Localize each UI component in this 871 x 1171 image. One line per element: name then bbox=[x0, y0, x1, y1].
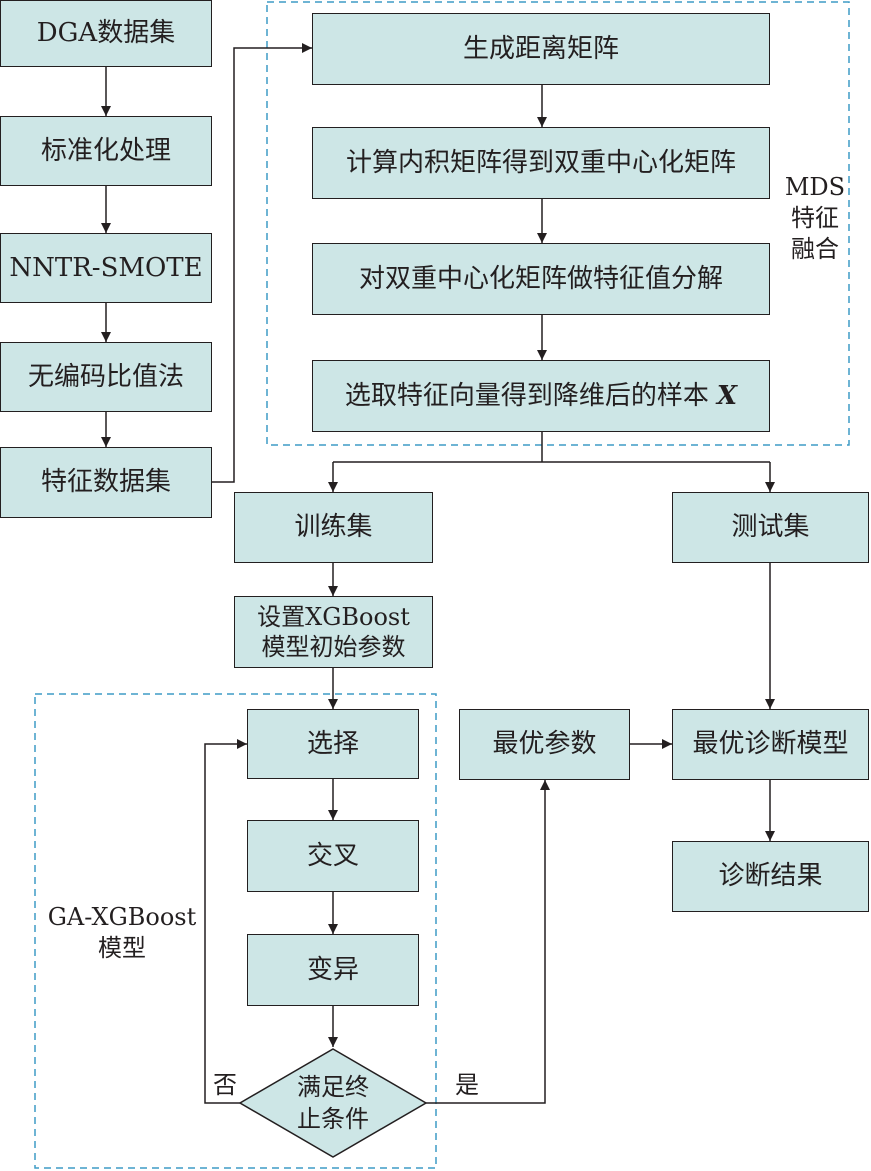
mds-group-label-line-2: 特征 bbox=[791, 204, 839, 233]
box-standardization: 标准化处理 bbox=[0, 116, 212, 186]
mds-group-label: MDS 特征 融合 bbox=[780, 172, 850, 266]
box-no-code-ratio: 无编码比值法 bbox=[0, 342, 212, 412]
box-selection: 选择 bbox=[247, 709, 419, 779]
arrow-no-loop bbox=[204, 739, 247, 1104]
box-init-xgboost-params: 设置XGBoost 模型初始参数 bbox=[234, 596, 433, 668]
yes-label: 是 bbox=[455, 1071, 479, 1099]
box-eigen-decomposition: 对双重中心化矩阵做特征值分解 bbox=[312, 243, 770, 315]
condition-text: 满足终 止条件 bbox=[263, 1066, 403, 1140]
box-best-params: 最优参数 bbox=[459, 709, 630, 780]
ga-group-border bbox=[34, 693, 437, 1169]
box-training-set: 训练集 bbox=[234, 492, 433, 563]
no-label: 否 bbox=[213, 1071, 237, 1099]
mds-group-label-line-3: 融合 bbox=[791, 235, 839, 264]
condition-line-1: 满足终 bbox=[297, 1072, 369, 1101]
ga-group-label-line-1: GA-XGBoost bbox=[47, 903, 197, 931]
box-select-eigenvectors: 选取特征向量得到降维后的样本 X bbox=[312, 360, 770, 432]
box-nntr-smote: NNTR-SMOTE bbox=[0, 233, 212, 303]
mds-group-label-line-1: MDS bbox=[784, 173, 846, 201]
init-params-line-2: 模型初始参数 bbox=[261, 633, 406, 661]
box-dga-dataset: DGA数据集 bbox=[0, 0, 212, 67]
box-feature-dataset: 特征数据集 bbox=[0, 447, 212, 518]
arrow-featset-to-mds bbox=[212, 43, 312, 483]
box-diagnosis-result: 诊断结果 bbox=[672, 841, 869, 912]
ga-group-label-line-2: 模型 bbox=[98, 934, 146, 963]
arrow-yes-to-best-params bbox=[426, 780, 550, 1104]
mds-group-border bbox=[266, 1, 850, 446]
box-best-diagnosis-model: 最优诊断模型 bbox=[672, 709, 869, 780]
box-mutation: 变异 bbox=[247, 934, 419, 1006]
condition-line-2: 止条件 bbox=[297, 1105, 369, 1133]
box-distance-matrix: 生成距离矩阵 bbox=[312, 13, 770, 85]
box-inner-product-matrix: 计算内积矩阵得到双重中心化矩阵 bbox=[312, 127, 770, 199]
box-test-set: 测试集 bbox=[672, 492, 869, 563]
ga-group-label: GA-XGBoost 模型 bbox=[38, 902, 206, 964]
init-params-line-1: 设置XGBoost bbox=[257, 603, 410, 631]
condition-diamond bbox=[238, 1048, 428, 1158]
select-eigenvectors-text: 选取特征向量得到降维后的样本 bbox=[344, 380, 709, 411]
sample-variable-x: X bbox=[716, 380, 738, 411]
box-crossover: 交叉 bbox=[247, 820, 419, 892]
